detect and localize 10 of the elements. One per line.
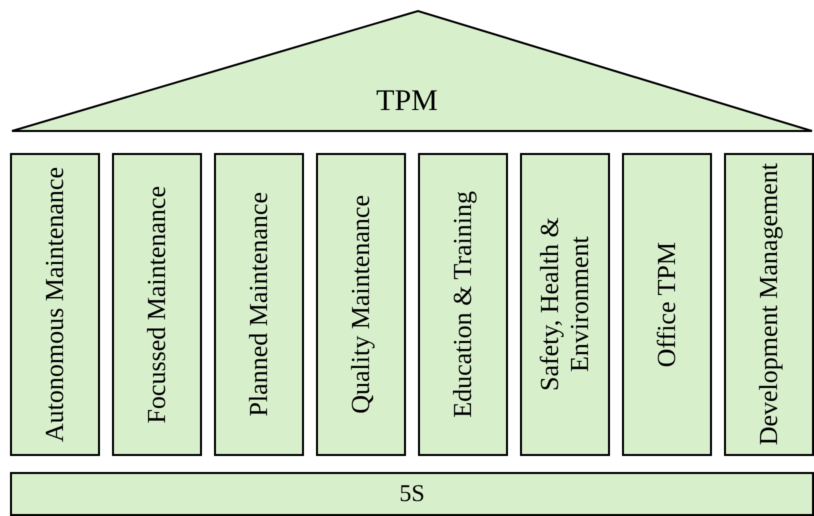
pillar: Development Management [724,153,814,456]
pillar: Focussed Maintenance [112,153,202,456]
pillar: Office TPM [622,153,712,456]
roof-label: TPM [376,84,438,117]
foundation-bar: 5S [10,472,814,516]
pillar: Autonomous Maintenance [10,153,100,456]
pillar: Education & Training [418,153,508,456]
pillar: Safety, Health & Environment [520,153,610,456]
pillar: Planned Maintenance [214,153,304,456]
pillar: Quality Maintenance [316,153,406,456]
